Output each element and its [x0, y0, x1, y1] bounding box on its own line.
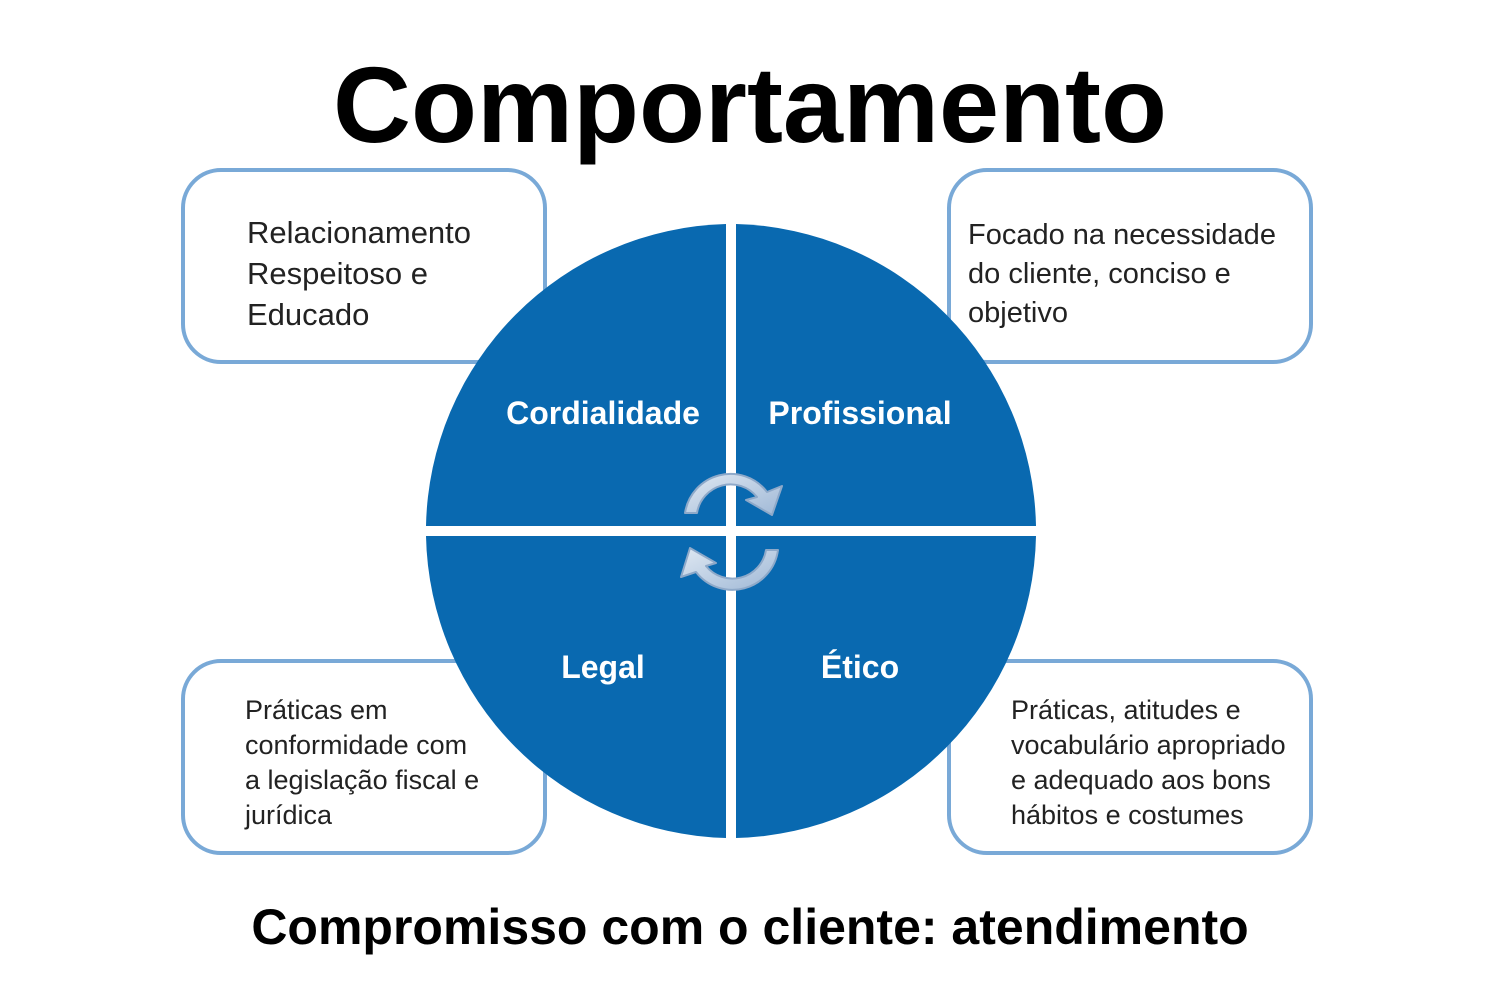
quadrant-legal [426, 536, 726, 838]
quadrant-label-profissional: Profissional [768, 395, 951, 431]
quadrant-label-cordialidade: Cordialidade [506, 395, 700, 431]
description-text: Práticas em conformidade com a legislaçã… [245, 695, 480, 830]
description-box-etico: Práticas, atitudes e vocabulário apropri… [947, 659, 1313, 855]
cycle-arrow-bottom-icon [680, 547, 779, 591]
quadrant-profissional [736, 224, 1036, 526]
description-box-legal: Práticas em conformidade com a legislaçã… [181, 659, 547, 855]
page-title: Comportamento [333, 44, 1167, 165]
quadrant-label-legal: Legal [561, 649, 645, 685]
footer-caption: Compromisso com o cliente: atendimento [251, 899, 1249, 955]
description-text: Focado na necessidade do cliente, concis… [968, 219, 1276, 329]
description-text: Relacionamento Respeitoso e Educado [247, 215, 472, 332]
description-text: Práticas, atitudes e vocabulário apropri… [1011, 695, 1286, 830]
cycle-arrow-top-icon [684, 472, 783, 516]
description-box-cordialidade: Relacionamento Respeitoso e Educado [181, 168, 547, 364]
description-box-profissional: Focado na necessidade do cliente, concis… [947, 168, 1313, 364]
quadrant-cordialidade [426, 224, 726, 526]
quadrant-etico [736, 536, 1036, 838]
quadrant-label-etico: Ético [821, 649, 899, 685]
